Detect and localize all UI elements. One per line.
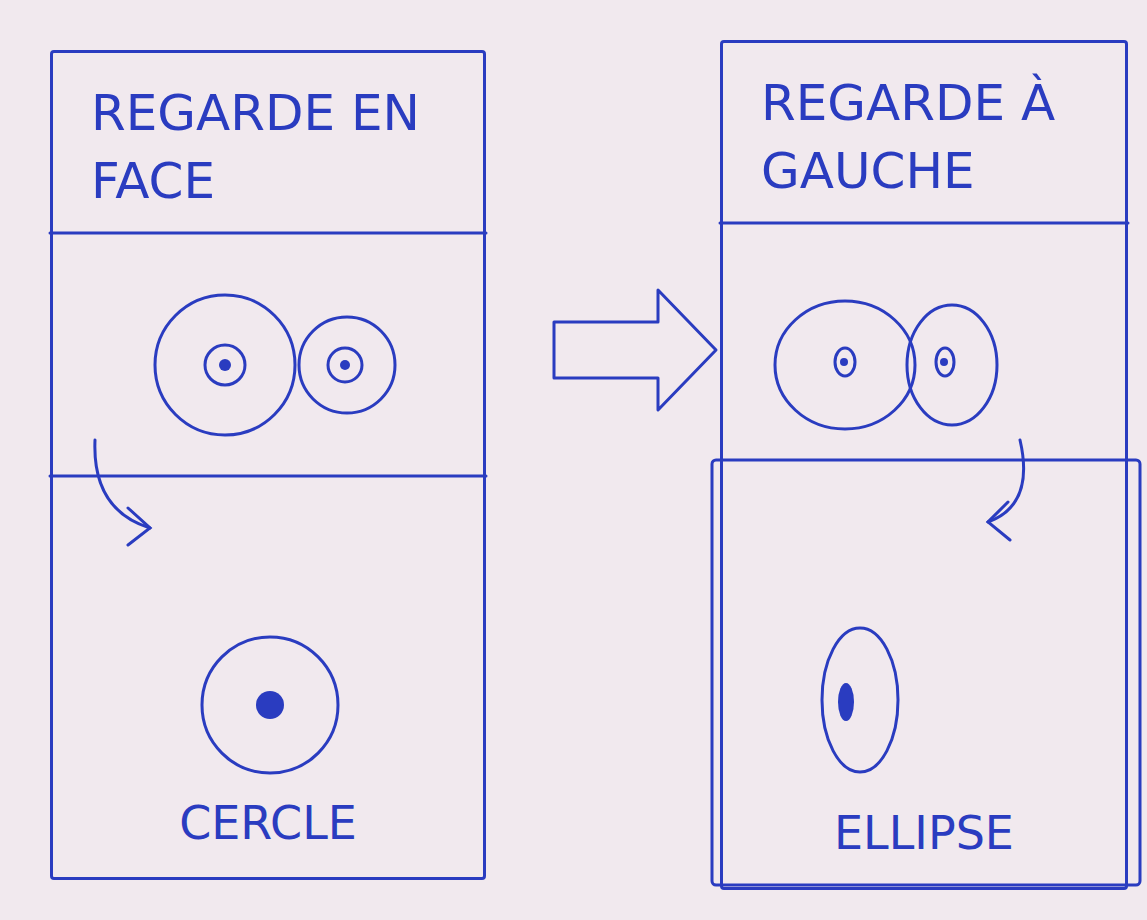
shape-label: ELLIPSE [723,805,1125,887]
panel-heading: REGARDE EN FACE [53,53,483,215]
eye [775,301,915,429]
pupil [256,691,284,719]
view-panel: REGARDE EN FACE CERCLE [50,50,486,880]
eye [907,305,997,425]
arrow-head [988,502,1010,540]
curved-arrow [95,440,150,528]
pupil [340,360,350,370]
pupil [219,359,231,371]
divider-line [720,222,1128,225]
pupil [838,683,854,721]
view-panel: REGARDE À GAUCHE ELLIPSE [720,40,1128,890]
pupil [840,358,848,366]
eye [155,295,295,435]
panel-heading: REGARDE À GAUCHE [723,43,1125,205]
pupil [940,358,948,366]
curved-arrow [988,440,1024,522]
eye [202,637,338,773]
divider-line [50,232,486,235]
eye [822,628,898,772]
iris [936,348,954,376]
block-arrow [554,290,716,410]
shape-label: CERCLE [53,795,483,877]
arrow-head [128,508,150,545]
iris [835,348,855,376]
divider-line [50,475,486,478]
eye [299,317,395,413]
iris [328,348,362,382]
iris [205,345,245,385]
